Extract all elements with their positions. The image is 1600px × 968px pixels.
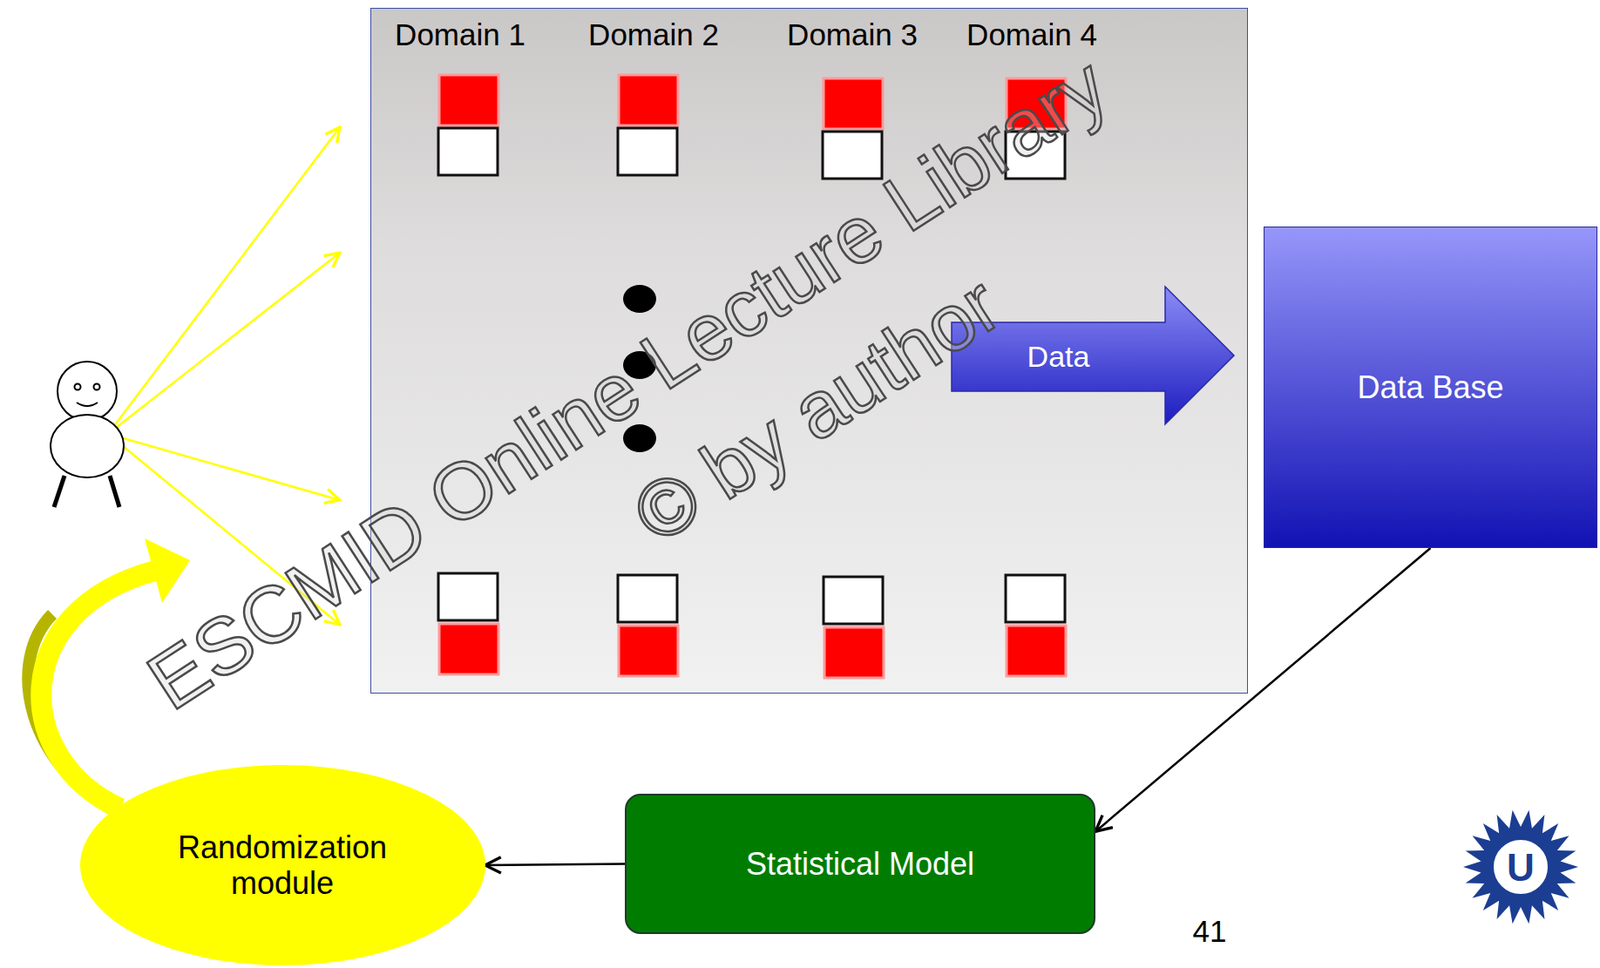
university-logo bbox=[1463, 810, 1579, 925]
ellipse-shape bbox=[80, 765, 486, 966]
node-label: Statistical Model bbox=[733, 840, 987, 888]
flow-arrow bbox=[1095, 548, 1431, 832]
randomization-ellipse: Randomization module bbox=[80, 765, 486, 966]
logo-center bbox=[1491, 838, 1550, 896]
logo-letter: U bbox=[1506, 848, 1535, 888]
patient-figure bbox=[50, 361, 124, 508]
model-box: Statistical Model bbox=[624, 793, 1096, 935]
logo-rays bbox=[1463, 810, 1579, 925]
data-arrow: Data bbox=[951, 286, 1234, 425]
node-label: Randomization module bbox=[151, 824, 414, 908]
panel-ground bbox=[370, 7, 1248, 694]
ellipsis-dots bbox=[623, 284, 657, 453]
block-arrow-outline bbox=[951, 286, 1234, 425]
trial-platform: Domain 1 Domain 2 Domain 3 Domain 4 Data bbox=[370, 7, 1248, 694]
assignment-arrows bbox=[108, 127, 340, 625]
page-number: 41 bbox=[1193, 915, 1228, 947]
watermark: © by author bbox=[620, 263, 1013, 557]
domain-heading: Domain 4 bbox=[966, 17, 1098, 53]
block-arrow-shape bbox=[951, 286, 1234, 425]
node-label: Data Base bbox=[1344, 364, 1516, 411]
feedback-arrow bbox=[27, 538, 190, 815]
flow-arrow bbox=[485, 864, 626, 867]
database-box: Data Base bbox=[1263, 226, 1598, 549]
node-label: Data bbox=[951, 322, 1166, 392]
domain-heading: Domain 3 bbox=[786, 17, 918, 53]
domain-heading: Domain 1 bbox=[394, 17, 526, 53]
domain-heading: Domain 2 bbox=[588, 17, 719, 53]
